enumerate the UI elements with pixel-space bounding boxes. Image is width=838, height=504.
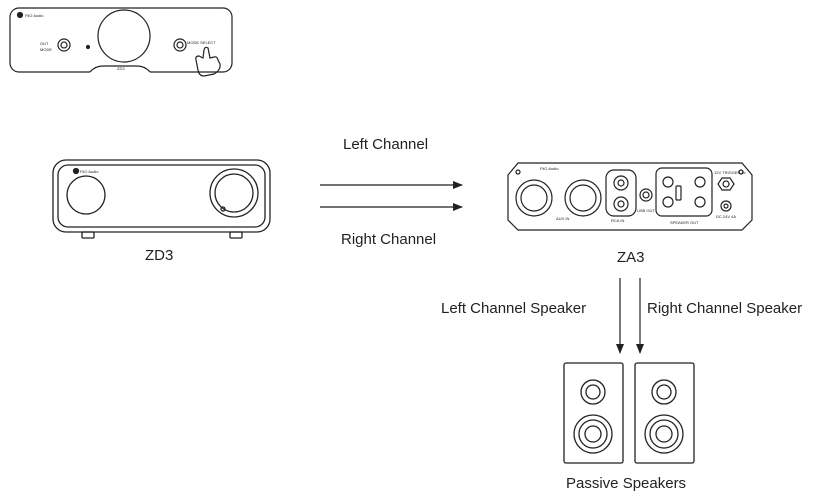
zd3-small-brand: FiiO Audio [25,13,44,18]
zd3-label: ZD3 [145,247,174,264]
left-channel-label: Left Channel [343,136,429,153]
za3-trigger-in: 12V TRIGGER IN [714,170,746,175]
right-speaker-icon [634,362,695,464]
zd3-volume-knob-icon [209,168,259,218]
za3-usb-out: USB OUT [637,208,655,213]
left-speaker-icon [563,362,624,464]
zd3-brand: FiiO Audio [80,169,99,174]
za3-speaker-out: SPEAKER OUT [670,220,699,225]
zd3-device [52,159,271,239]
right-channel-speaker-label: Right Channel Speaker [647,300,803,317]
za3-aux-in: AUX IN [556,216,569,221]
zd3-small-text: FiiO Audio OUT MODE MODE SELECT ZD3 [25,13,216,71]
za3-dc-in: DC 24V 4A [716,214,736,219]
zd3-text: FiiO Audio [80,169,99,174]
za3-brand: FiiO Audio [540,166,559,171]
za3-rca-in: RCA IN [611,218,624,223]
zd3-small-model: ZD3 [117,66,125,71]
pointing-hand-icon [195,46,221,77]
passive-speakers-label: Passive Speakers [566,475,687,492]
zd3-mode-select-device [9,7,233,77]
left-channel-speaker-label: Left Channel Speaker [441,300,587,317]
zd3-left-panel-icon [66,175,106,215]
zd3-small-out: OUT [40,41,49,46]
zd3-small-mode-select: MODE SELECT [187,40,216,45]
za3-label: ZA3 [617,249,645,266]
za3-text: FiiO Audio AUX IN RCA IN USB OUT SPEAKER… [540,166,746,225]
volume-knob-icon [97,9,151,63]
za3-device [507,162,753,231]
right-channel-label: Right Channel [341,231,437,248]
zd3-small-mode: MODE [40,47,52,52]
